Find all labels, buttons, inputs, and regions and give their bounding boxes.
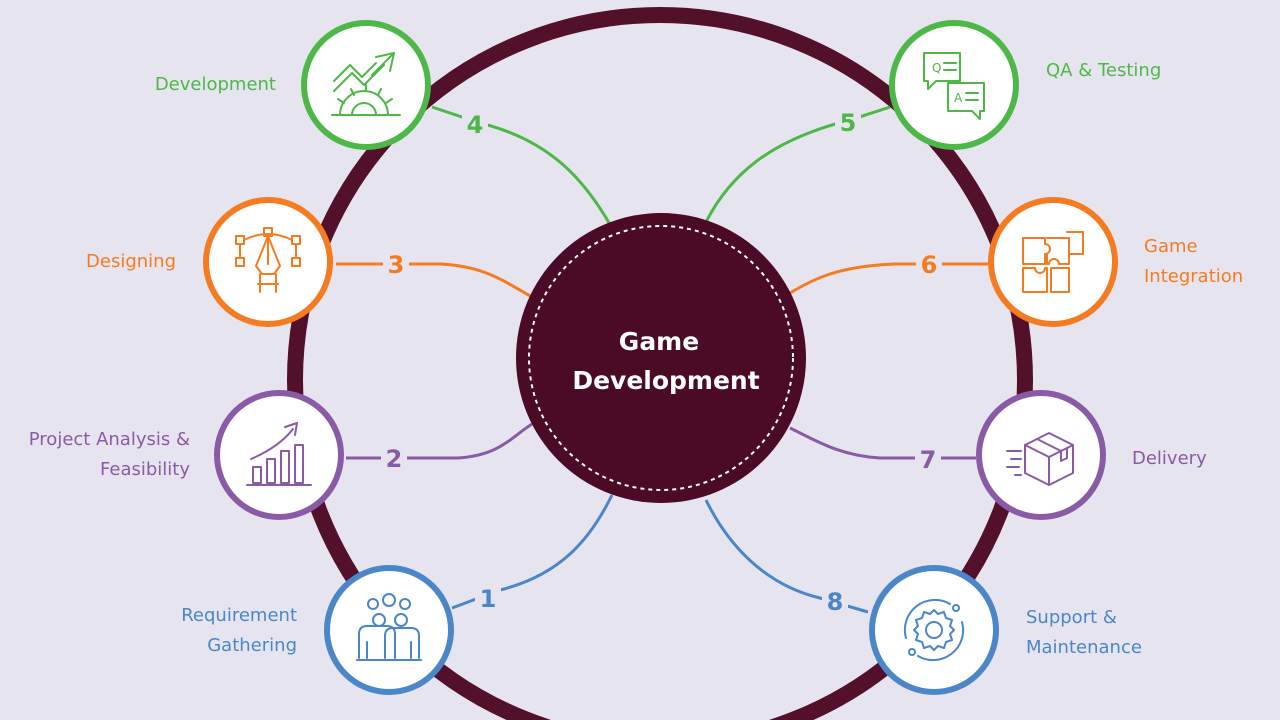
step-label-5: QA & Testing <box>1046 56 1196 86</box>
step-label-7: Delivery <box>1132 444 1232 474</box>
center-title-line1: Game <box>619 327 699 356</box>
step-number-bg-4 <box>462 111 488 137</box>
step-label-line: Requirement <box>181 605 297 626</box>
connector-8 <box>704 499 869 614</box>
puzzle-icon <box>1022 231 1084 293</box>
step-label-line: Integration <box>1144 266 1244 287</box>
step-label-2: Project Analysis & Feasibility <box>0 425 190 485</box>
step-number-bg-2 <box>381 445 407 471</box>
gear-growth-icon <box>331 52 401 116</box>
connector-4 <box>431 105 614 229</box>
center-title-line2: Development <box>572 366 759 395</box>
svg-text:Q: Q <box>932 61 941 75</box>
outer-ring <box>287 7 1033 720</box>
step-label-line: QA & Testing <box>1046 60 1162 81</box>
pen-tool-icon <box>235 227 301 293</box>
step-label-line: Gathering <box>207 635 297 656</box>
step-label-3: Designing <box>60 247 176 277</box>
step-node-6 <box>988 197 1118 327</box>
step-label-line: Development <box>154 74 276 95</box>
step-label-line: Maintenance <box>1026 637 1142 658</box>
connector-2 <box>346 422 533 460</box>
step-node-8 <box>869 565 999 695</box>
connector-5 <box>704 105 891 223</box>
connector-7 <box>789 426 976 460</box>
step-label-8: Support & Maintenance <box>1026 603 1176 663</box>
step-number-2: 2 <box>386 445 403 473</box>
connector-1 <box>451 494 614 610</box>
growth-chart-icon <box>246 422 312 486</box>
step-number-3: 3 <box>388 251 405 279</box>
step-number-bg-3 <box>383 251 409 277</box>
step-number-4: 4 <box>467 111 484 139</box>
step-label-line: Designing <box>86 251 176 272</box>
step-node-1 <box>324 565 454 695</box>
package-icon <box>1006 432 1074 486</box>
team-icon <box>356 593 422 661</box>
step-label-4: Development <box>130 70 276 100</box>
step-node-3 <box>203 197 333 327</box>
step-label-line: Delivery <box>1132 448 1207 469</box>
step-number-bg-7 <box>915 446 941 472</box>
step-label-line: Feasibility <box>100 459 190 480</box>
gear-cycle-icon <box>903 598 965 662</box>
svg-text:A: A <box>954 91 963 105</box>
step-label-line: Project Analysis & <box>28 429 190 450</box>
center-node: Game Development <box>516 213 806 503</box>
qa-chat-icon: Q A <box>923 52 985 120</box>
step-number-6: 6 <box>921 251 938 279</box>
step-node-4 <box>301 20 431 150</box>
step-number-1: 1 <box>480 585 497 613</box>
step-node-5: Q A <box>889 20 1019 150</box>
step-node-2 <box>214 390 344 520</box>
step-number-7: 7 <box>920 446 937 474</box>
step-number-bg-5 <box>835 109 861 135</box>
step-number-bg-6 <box>916 251 942 277</box>
step-label-line: Game <box>1144 236 1198 257</box>
connector-6 <box>789 262 988 295</box>
connector-3 <box>336 262 533 299</box>
step-number-5: 5 <box>840 109 857 137</box>
step-number-bg-8 <box>822 588 848 614</box>
step-number-bg-1 <box>475 585 501 611</box>
step-node-7 <box>976 390 1106 520</box>
step-number-8: 8 <box>827 588 844 616</box>
step-label-line: Support & <box>1026 607 1117 628</box>
